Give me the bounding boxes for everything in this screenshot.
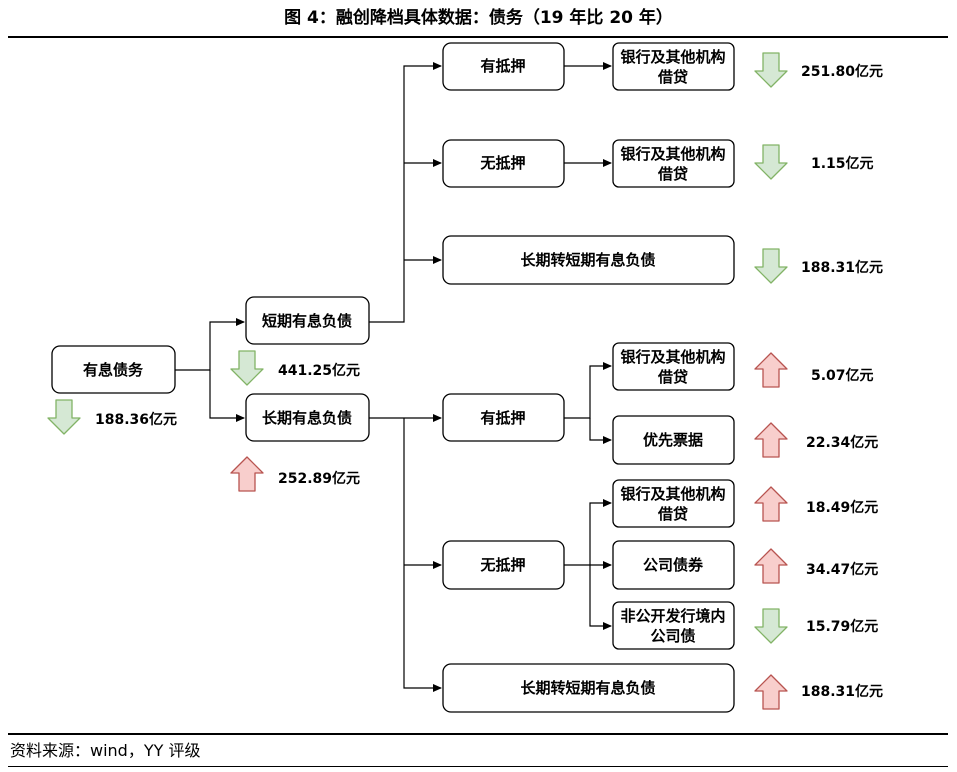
short-unsecured-bank-label-2: 借贷 xyxy=(657,165,688,183)
long-secured-notes-label: 优先票据 xyxy=(643,431,703,449)
long-secured-notes-node: 优先票据 xyxy=(612,415,735,465)
long-secured-bank-trend-up-arrow-icon xyxy=(754,352,788,388)
long-unsecured-bank-label-2: 借贷 xyxy=(657,505,688,523)
long-secured-bank-node: 银行及其他机构 借贷 xyxy=(612,342,735,391)
values: 188.36亿元 441.25亿元 252.89亿元 251.80亿元 1.15… xyxy=(95,63,883,700)
figure-title: 图 4：融创降档具体数据：债务（19 年比 20 年） xyxy=(284,8,673,28)
root-trend-down-arrow-icon xyxy=(47,399,81,435)
short-secured-bank-label-2: 借贷 xyxy=(657,68,688,86)
long-term-trend-up-arrow-icon xyxy=(230,456,264,492)
long-unsecured-bank-label-1: 银行及其他机构 xyxy=(620,485,725,503)
long-corporate-bonds-trend-up-arrow-icon xyxy=(754,548,788,584)
long-corporate-bonds-value: 34.47亿元 xyxy=(806,561,878,578)
long-corporate-bonds-node: 公司债券 xyxy=(612,540,735,590)
short-term-value: 441.25亿元 xyxy=(278,362,360,379)
short-secured-bank-value: 251.80亿元 xyxy=(801,63,883,80)
long-unsecured-bank-trend-up-arrow-icon xyxy=(754,486,788,522)
source-rule-bottom xyxy=(8,766,948,767)
long-secured-bank-value: 5.07亿元 xyxy=(811,367,874,384)
short-secured-bank-trend-down-arrow-icon xyxy=(754,52,788,88)
long-private-bonds-trend-down-arrow-icon xyxy=(754,608,788,644)
short-term-node: 短期有息负债 xyxy=(245,296,370,345)
short-secured-label: 有抵押 xyxy=(480,57,525,75)
connectors xyxy=(175,62,612,692)
trend-arrows xyxy=(47,52,788,710)
short-unsecured-bank-value: 1.15亿元 xyxy=(811,155,874,172)
short-unsecured-node: 无抵押 xyxy=(442,139,565,188)
long-private-bonds-label-2: 公司债 xyxy=(650,627,695,645)
short-term-trend-down-arrow-icon xyxy=(230,350,264,386)
long-secured-notes-trend-up-arrow-icon xyxy=(754,422,788,458)
long-term-value: 252.89亿元 xyxy=(278,470,360,487)
long-secured-notes-value: 22.34亿元 xyxy=(806,434,878,451)
source-rule-top xyxy=(8,733,948,735)
short-transfer-value: 188.31亿元 xyxy=(801,259,883,276)
short-transfer-node: 长期转短期有息负债 xyxy=(442,235,735,285)
short-unsecured-label: 无抵押 xyxy=(479,154,525,172)
title-rule xyxy=(8,36,948,38)
short-term-label: 短期有息负债 xyxy=(262,312,352,330)
long-transfer-node: 长期转短期有息负债 xyxy=(442,663,735,713)
long-private-bonds-value: 15.79亿元 xyxy=(806,618,878,635)
short-secured-node: 有抵押 xyxy=(442,42,565,91)
short-unsecured-bank-trend-down-arrow-icon xyxy=(754,144,788,180)
short-secured-bank-node: 银行及其他机构 借贷 xyxy=(612,42,735,91)
long-term-label: 长期有息负债 xyxy=(262,409,352,427)
long-secured-label: 有抵押 xyxy=(480,409,525,427)
long-unsecured-label: 无抵押 xyxy=(479,556,525,574)
long-secured-node: 有抵押 xyxy=(442,393,565,442)
short-transfer-label: 长期转短期有息负债 xyxy=(520,251,655,269)
long-unsecured-node: 无抵押 xyxy=(442,540,565,590)
long-private-bonds-node: 非公开发行境内 公司债 xyxy=(612,601,735,650)
long-transfer-value: 188.31亿元 xyxy=(801,683,883,700)
long-term-node: 长期有息负债 xyxy=(245,393,370,442)
long-transfer-trend-up-arrow-icon xyxy=(754,674,788,710)
root-node-label: 有息债务 xyxy=(83,361,144,379)
short-unsecured-bank-node: 银行及其他机构 借贷 xyxy=(612,139,735,188)
figure-source: 资料来源：wind，YY 评级 xyxy=(10,741,201,760)
short-transfer-trend-down-arrow-icon xyxy=(754,248,788,284)
long-unsecured-bank-value: 18.49亿元 xyxy=(806,499,878,516)
long-transfer-label: 长期转短期有息负债 xyxy=(520,679,655,697)
long-secured-bank-label-1: 银行及其他机构 xyxy=(620,348,725,366)
short-secured-bank-label-1: 银行及其他机构 xyxy=(620,48,725,66)
long-private-bonds-label-1: 非公开发行境内 xyxy=(620,607,725,625)
root-node: 有息债务 xyxy=(51,345,176,394)
short-unsecured-bank-label-1: 银行及其他机构 xyxy=(620,145,725,163)
long-secured-bank-label-2: 借贷 xyxy=(657,368,688,386)
root-value: 188.36亿元 xyxy=(95,411,177,428)
long-unsecured-bank-node: 银行及其他机构 借贷 xyxy=(612,479,735,528)
long-corporate-bonds-label: 公司债券 xyxy=(643,556,704,574)
